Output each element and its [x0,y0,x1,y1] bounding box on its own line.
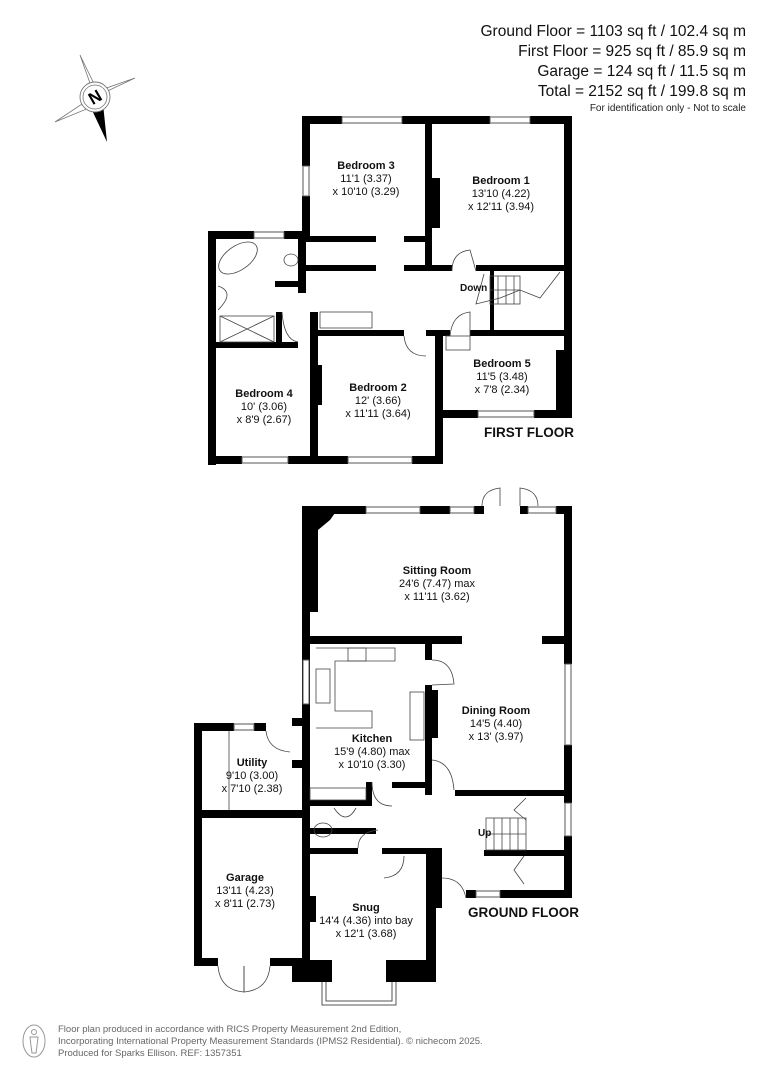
ground-floor-title: GROUND FLOOR [468,905,579,920]
footer-line-1: Floor plan produced in accordance with R… [58,1024,402,1035]
area-summary: Ground Floor = 1103 sq ft / 102.4 sq m F… [480,22,746,102]
garage-area: Garage = 124 sq ft / 11.5 sq m [537,63,746,80]
room-garage: Garage 13'11 (4.23) x 8'11 (2.73) [215,872,275,910]
stairs-up-label: Up [478,828,492,839]
room-bedroom-2: Bedroom 2 12' (3.66) x 11'11 (3.64) [345,382,411,420]
total-area: Total = 2152 sq ft / 199.8 sq m [537,83,746,100]
compass-north-icon: N [54,54,136,142]
first-floor-area: First Floor = 925 sq ft / 85.9 sq m [518,43,746,60]
first-floor-title: FIRST FLOOR [484,425,574,440]
footer-credits: Floor plan produced in accordance with R… [58,1024,483,1060]
room-bedroom-5: Bedroom 5 11'5 (3.48) x 7'8 (2.34) [473,358,531,396]
stairs-down-label: Down [460,283,488,294]
room-utility: Utility 9'10 (3.00) x 7'10 (2.38) [221,757,283,795]
room-bedroom-1: Bedroom 1 13'10 (4.22) x 12'11 (3.94) [467,175,535,213]
not-to-scale-note: For identification only - Not to scale [589,103,746,114]
person-icon [22,1024,46,1058]
room-bedroom-3: Bedroom 3 11'1 (3.37) x 10'10 (3.29) [332,160,400,198]
footer-line-2: Incorporating International Property Mea… [58,1036,483,1047]
room-dining-room: Dining Room 14'5 (4.40) x 13' (3.97) [461,705,531,743]
room-snug: Snug 14'4 (4.36) into bay x 12'1 (3.68) [319,902,413,940]
ground-floor-area: Ground Floor = 1103 sq ft / 102.4 sq m [480,23,746,40]
room-kitchen: Kitchen 15'9 (4.80) max x 10'10 (3.30) [333,733,411,771]
room-bedroom-4: Bedroom 4 10' (3.06) x 8'9 (2.67) [235,388,293,426]
footer-line-3: Produced for Sparks Ellison. REF: 135735… [58,1048,242,1059]
room-sitting-room: Sitting Room 24'6 (7.47) max x 11'11 (3.… [398,565,476,603]
